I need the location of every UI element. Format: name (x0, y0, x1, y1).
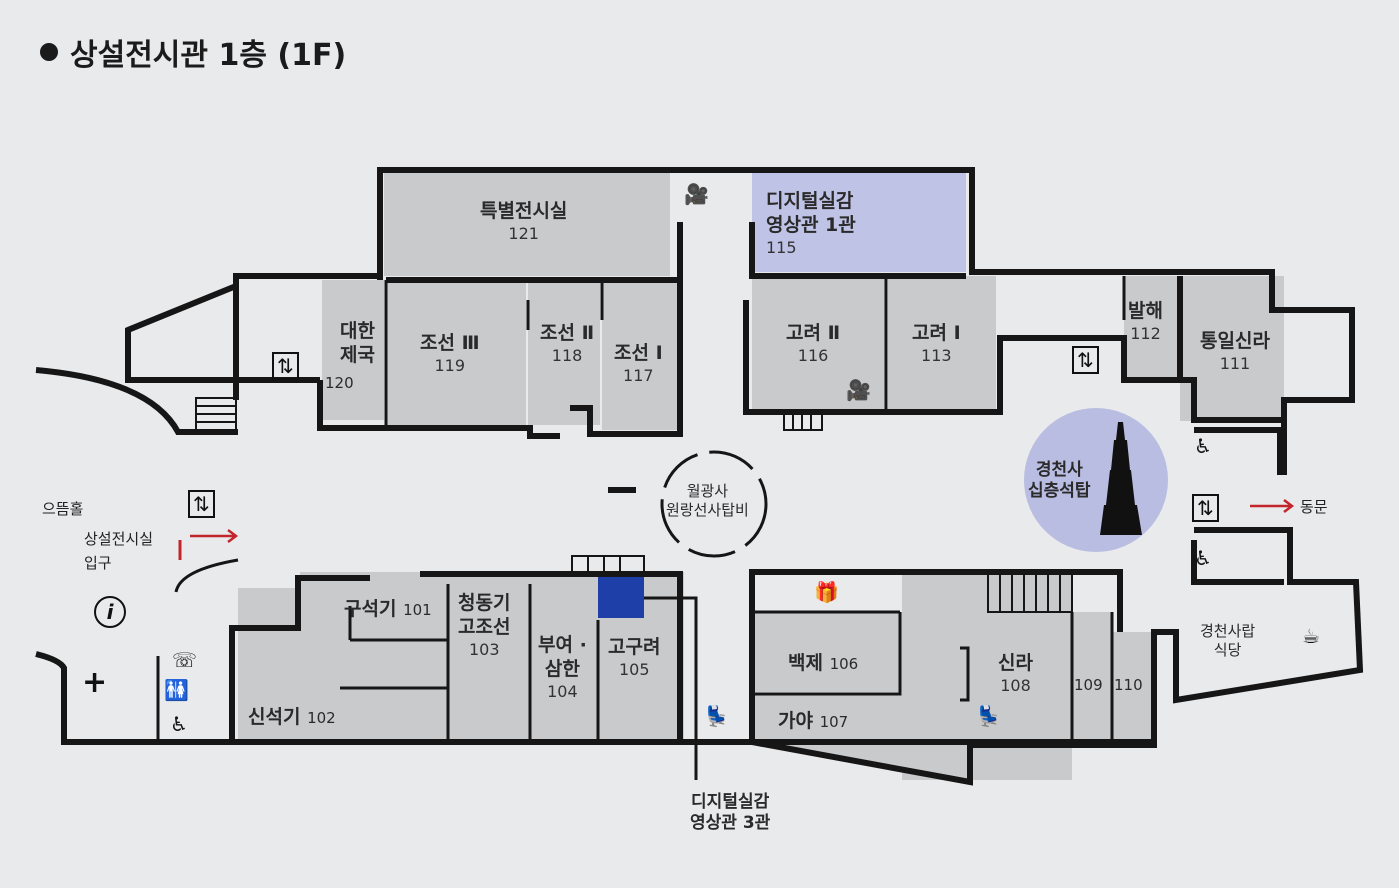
room-120-number: 120 (325, 374, 354, 392)
entrance-arrow (190, 529, 239, 543)
room-104 (530, 572, 598, 740)
room-121 (384, 172, 670, 276)
elevator-gate-icon: ⇅ (1192, 494, 1219, 522)
room-119 (386, 280, 526, 425)
cafe-icon: ☕ (1302, 624, 1320, 648)
room-113 (888, 276, 996, 410)
room-110 (1112, 632, 1152, 742)
wheelchair-icon: ♿ (170, 712, 188, 736)
room-110-label[interactable]: 110 (1114, 676, 1143, 694)
elevator-icon: ⇅ (272, 352, 299, 380)
room-117 (602, 280, 680, 430)
seat-icon: 💺 (704, 704, 729, 728)
restroom-wheelchair-icon: ♿ (1194, 434, 1212, 458)
gift-shop-icon: 🎁 (814, 580, 839, 604)
seat-icon-2: 💺 (976, 704, 1001, 728)
camera-icon-2: 🎥 (846, 378, 871, 402)
room-115 (752, 172, 966, 272)
elevator-eutteum-icon: ⇅ (188, 490, 215, 518)
entrance-label-2: 입구 (84, 554, 112, 572)
room-107-label[interactable]: 가야 107 (778, 710, 849, 732)
bullet-icon (40, 43, 58, 61)
east-gate-label: 동문 (1300, 498, 1328, 516)
camera-icon: 🎥 (684, 182, 709, 206)
room-109 (1072, 612, 1112, 742)
entrance-label: 상설전시실 (84, 530, 154, 548)
page-title: 상설전시관 1층 (1F) (40, 30, 346, 74)
room-112 (1124, 276, 1180, 380)
room-111 (1180, 276, 1284, 421)
elevator-east-icon: ⇅ (1072, 346, 1099, 374)
first-aid-icon: + (82, 665, 108, 700)
room-101-label[interactable]: 구석기 101 (344, 598, 432, 620)
phone-icon: ☏ (172, 648, 198, 672)
room-116 (752, 276, 886, 410)
east-gate-arrow (1250, 499, 1295, 513)
room-120 (322, 280, 384, 420)
room-118 (528, 280, 600, 425)
room-101 (300, 572, 448, 688)
wolgwangsa-stele-marker (660, 450, 768, 558)
room-106 (752, 612, 902, 692)
info-icon[interactable]: i (94, 596, 126, 628)
restroom-icon: 🚻 (164, 678, 189, 702)
pagoda-icon (1100, 422, 1142, 535)
restroom-wheelchair-icon-2: ♿ (1194, 546, 1212, 570)
room-103 (448, 572, 530, 740)
eutteum-hall-label: 으뜸홀 (42, 500, 84, 518)
room-102-label[interactable]: 신석기 102 (248, 706, 336, 728)
highlight-105-entrance (598, 574, 644, 618)
room-106-label[interactable]: 백제 106 (788, 652, 859, 674)
room-109-label[interactable]: 109 (1074, 676, 1103, 694)
